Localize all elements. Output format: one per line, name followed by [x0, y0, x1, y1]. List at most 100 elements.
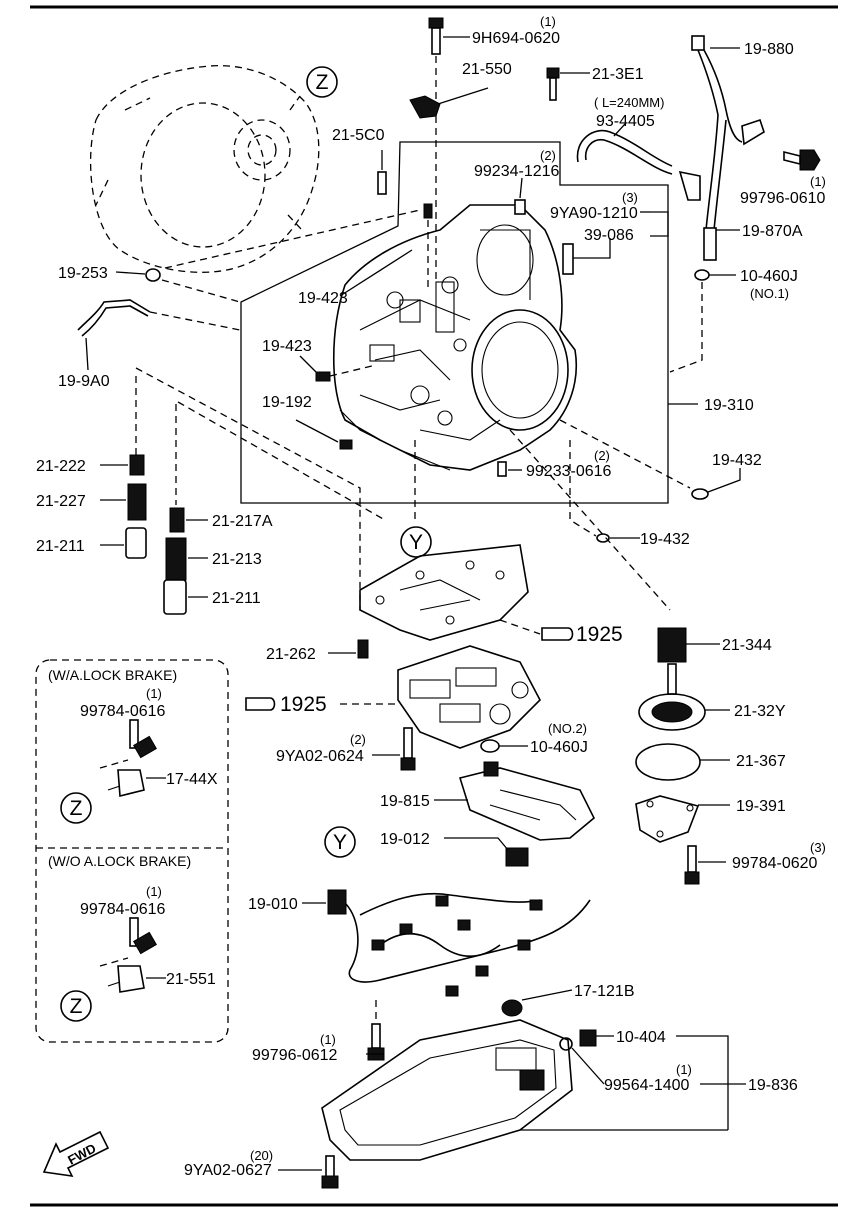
label-wo-title: (W/O A.LOCK BRAKE): [48, 853, 191, 869]
callout-y-lower-label: Y: [333, 831, 347, 854]
label-9ya02-0624-qty: (2): [350, 732, 366, 747]
pin-21-5c0: [377, 150, 387, 195]
label-9h694: 9H694-0620: [472, 30, 560, 47]
label-10-460j-b: 10-460J: [530, 739, 588, 756]
transaxle-case: [332, 204, 578, 471]
grommet-17-121b: [501, 989, 573, 1017]
callout-y-lower: Y: [324, 826, 356, 858]
wa-bolt-and-sensor: [99, 719, 166, 798]
plug-19-423-a: [339, 203, 433, 297]
label-99233: 99233-0616: [526, 463, 612, 480]
label-wo-21-551: 21-551: [166, 971, 216, 988]
label-99234-qty: (2): [540, 148, 556, 163]
label-21-5c0: 21-5C0: [332, 127, 385, 144]
label-99784-0620: 99784-0620: [732, 855, 818, 872]
label-19-432-b: 19-432: [640, 531, 690, 548]
label-1925-b: 1925: [280, 693, 327, 716]
harness-19-010: [302, 889, 591, 997]
label-wa-17-44x: 17-44X: [166, 771, 218, 788]
oring-19-432-b: [569, 440, 640, 543]
label-19-010: 19-010: [248, 896, 298, 913]
fwd-arrow-icon: FWD: [42, 1130, 110, 1178]
valve-21-213: [165, 537, 208, 581]
oil-pan-19-836: [321, 1019, 728, 1161]
label-21-211-a: 21-211: [36, 538, 85, 555]
label-21-262: 21-262: [266, 646, 316, 663]
label-93-4405: 93-4405: [596, 113, 655, 130]
bolt-9ya02-0627: [278, 1155, 339, 1189]
label-9ya02-0627: 9YA02-0627: [184, 1162, 272, 1179]
label-19-836: 19-836: [748, 1077, 798, 1094]
wo-bolt-and-sensor: [99, 917, 166, 993]
label-19-9a0: 19-9A0: [58, 373, 110, 390]
callout-z-top-label: Z: [316, 71, 329, 94]
plug-21-211-b: [163, 579, 208, 615]
callout-y-mid: Y: [400, 526, 432, 558]
label-19-870a: 19-870A: [742, 223, 803, 240]
label-19-880: 19-880: [744, 41, 794, 58]
label-9ya90: 9YA90-1210: [550, 205, 638, 222]
label-wa-title: (W/A.LOCK BRAKE): [48, 667, 177, 683]
dashed-guide-1: [135, 367, 361, 610]
callout-z-top: Z: [306, 66, 338, 98]
label-21-344: 21-344: [722, 637, 772, 654]
sensor-19-012: [444, 837, 529, 867]
bolt-21-3e1: [546, 67, 590, 101]
label-10-460j-top-note: (NO.1): [750, 286, 789, 301]
label-19-310: 19-310: [704, 397, 754, 414]
spring-21-222: [100, 454, 145, 476]
label-19-192: 19-192: [262, 394, 312, 411]
label-21-367: 21-367: [736, 753, 786, 770]
label-19-423-a: 19-423: [298, 290, 348, 307]
bolt-99784-0620: [684, 845, 726, 885]
cover-19-391: [635, 795, 730, 843]
label-19-012: 19-012: [380, 831, 430, 848]
label-10-460j-top: 10-460J: [740, 268, 798, 285]
label-wa-part: 99784-0616: [80, 703, 166, 720]
label-wo-part: 99784-0616: [80, 901, 166, 918]
bolt-21-262: [328, 639, 369, 659]
callout-z-wo-label: Z: [70, 995, 83, 1018]
label-19-815: 19-815: [380, 793, 430, 810]
valve-21-227: [100, 483, 147, 521]
label-21-211-b: 21-211: [212, 590, 261, 607]
label-99796-top: 99796-0610: [740, 190, 826, 207]
label-19-253: 19-253: [58, 265, 108, 282]
bracket-9ya90-39-086: [650, 211, 669, 237]
label-9ya02-0624: 9YA02-0624: [276, 748, 364, 765]
label-99784-0620-qty: (3): [810, 840, 826, 855]
label-17-121b: 17-121B: [574, 983, 635, 1000]
bolt-99796-top: [783, 149, 821, 171]
transaxle-case-frame: [240, 141, 669, 504]
bracket-19-836: [676, 1035, 746, 1130]
label-39-086: 39-086: [584, 227, 634, 244]
bolt-99796-0612: [366, 1000, 385, 1061]
oring-10-460j-top: [669, 269, 736, 373]
pipe-19-9a0: [77, 299, 241, 371]
converter-housing-outline: [89, 65, 320, 273]
separator-plate: [359, 544, 529, 641]
label-99796-top-qty: (1): [810, 174, 826, 189]
label-10-404: 10-404: [616, 1029, 666, 1046]
label-99564-qty: (1): [676, 1062, 692, 1077]
abs-option-box: [35, 659, 229, 1043]
label-93-4405-note: ( L=240MM): [594, 95, 664, 110]
label-21-3e1: 21-3E1: [592, 66, 644, 83]
fwd-label: FWD: [65, 1140, 98, 1167]
dashed-guide-2: [177, 401, 386, 521]
label-1925-a: 1925: [576, 623, 623, 646]
dowel-99234: [514, 177, 526, 215]
label-99234: 99234-1216: [474, 163, 560, 180]
pointer-1925-b: [245, 697, 276, 711]
dipstick-tube: [678, 35, 765, 261]
label-21-32y: 21-32Y: [734, 703, 786, 720]
oring-19-432-a: [559, 419, 741, 500]
label-99564: 99564-1400: [604, 1077, 690, 1094]
drain-plug-10-404: [559, 1029, 614, 1085]
label-21-227: 21-227: [36, 493, 86, 510]
dashed-guide-4: [509, 429, 671, 611]
label-19-391: 19-391: [736, 798, 786, 815]
sensor-21-550: [409, 87, 489, 119]
label-99233-qty: (2): [594, 448, 610, 463]
plug-19-423-b: [299, 355, 373, 382]
